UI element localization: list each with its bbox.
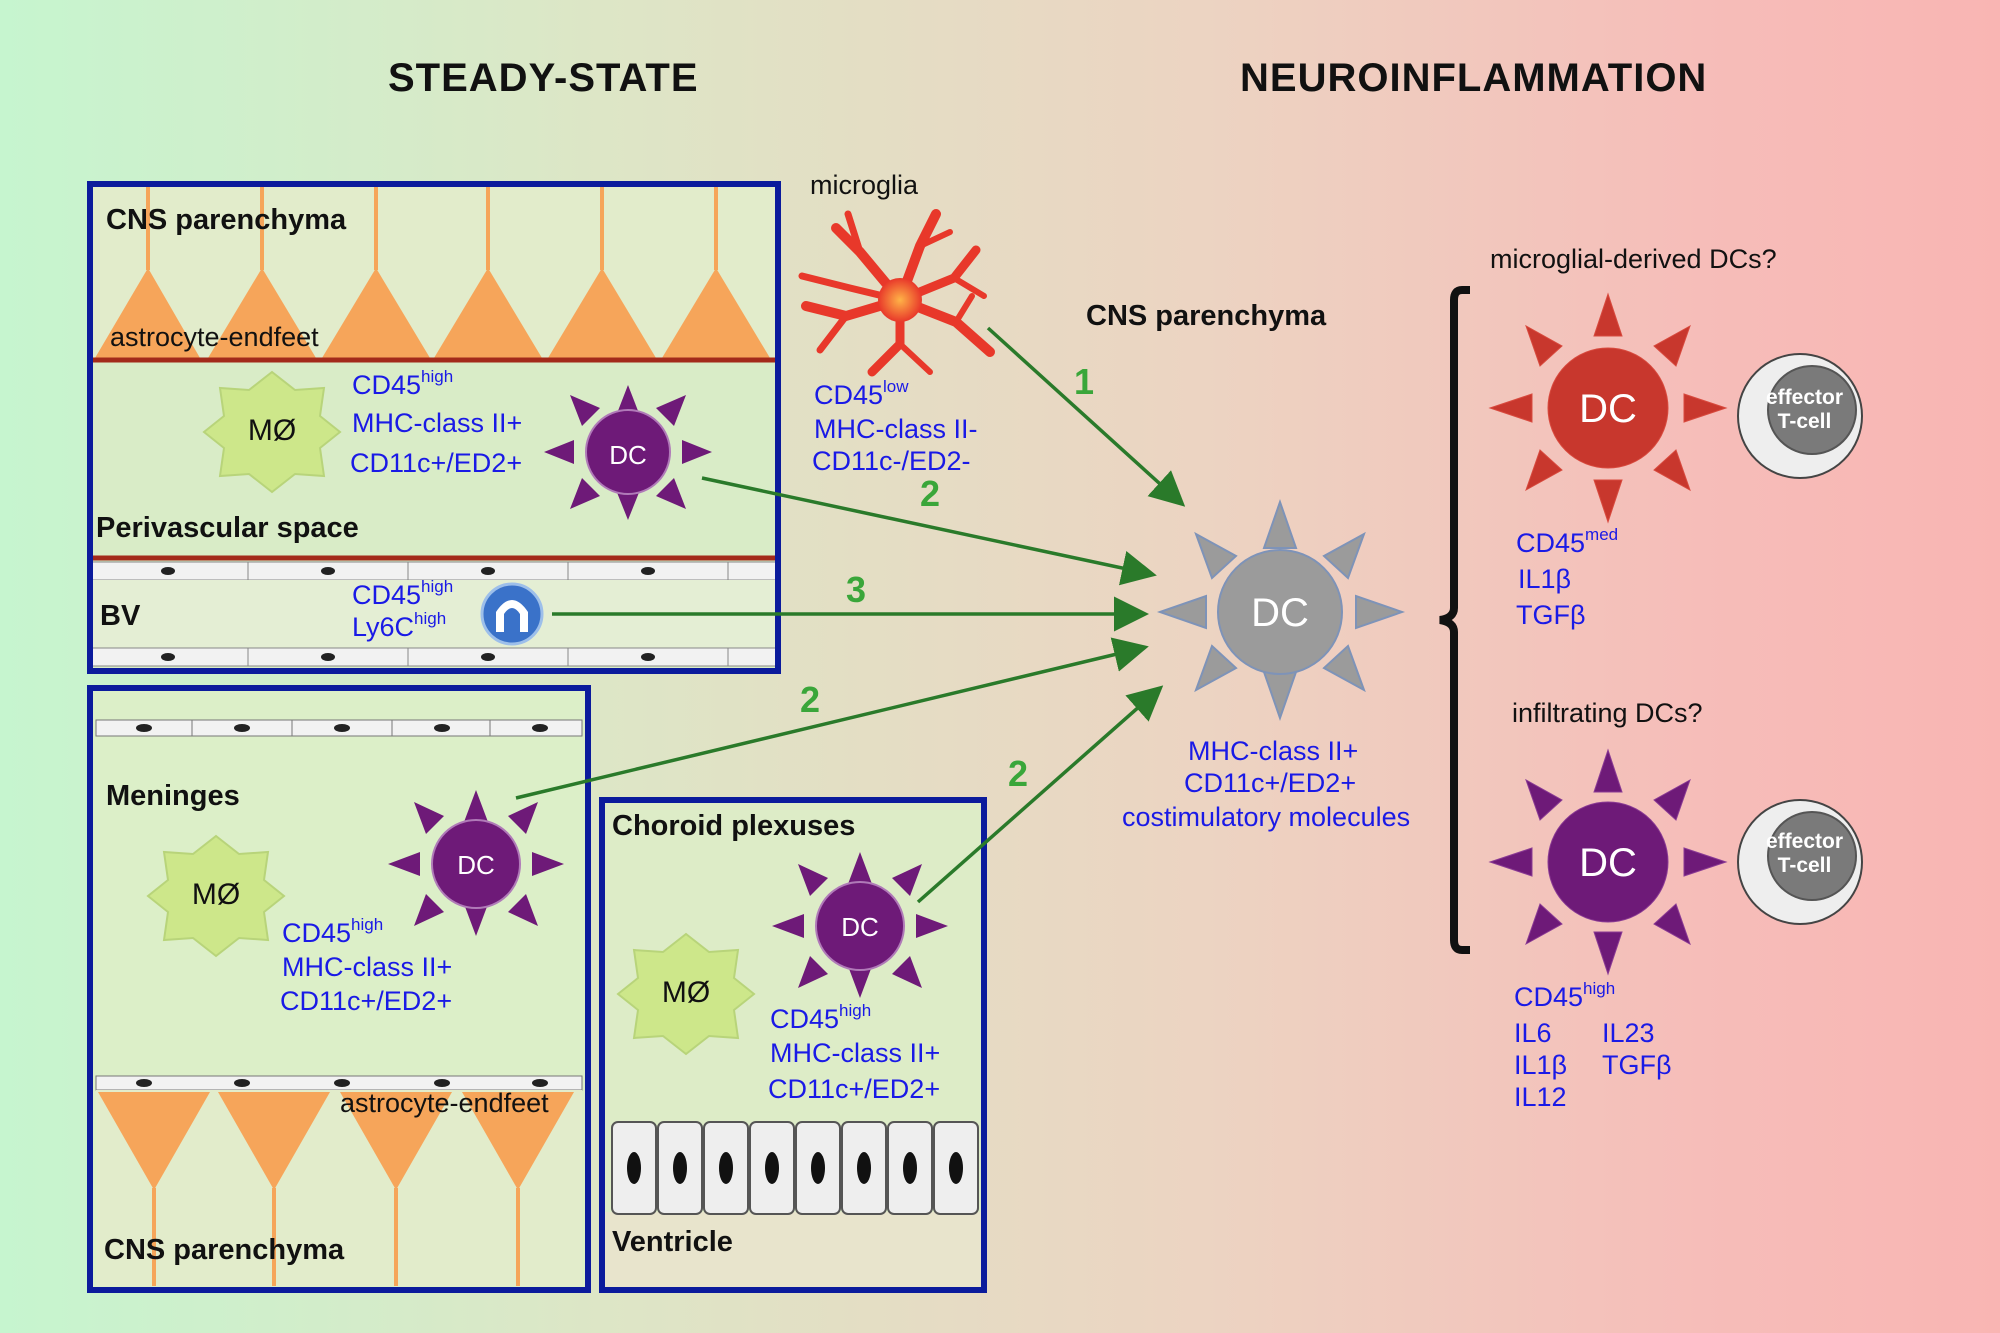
dc-label-center: DC (1251, 591, 1309, 635)
arrow-2-top-number: 2 (920, 473, 941, 514)
dc-meninges (388, 790, 564, 936)
bv-label: BV (100, 600, 141, 632)
dc-label-choroid: DC (841, 912, 879, 942)
meninges-cd45-marker: CD45high (282, 915, 384, 948)
arrow-2-meninges (515, 637, 1149, 800)
astrocyte-endfeet-label-top: astrocyte-endfeet (110, 322, 319, 352)
choroid-plexus-box (599, 797, 987, 1293)
choroid-cd45-marker: CD45high (770, 1001, 872, 1034)
arrow-1 (986, 326, 1186, 507)
dc-infiltrating (1488, 748, 1728, 976)
infiltrating-cd45-marker: CD45high (1514, 979, 1616, 1012)
ventricle-label: Ventricle (612, 1226, 733, 1258)
dc-label-top: DC (609, 440, 647, 470)
meninges-label: Meninges (106, 780, 240, 812)
dc-central (1156, 498, 1406, 722)
meninges-mhc-marker: MHC-class II+ (282, 952, 453, 982)
center-mhc-marker: MHC-class II+ (1188, 736, 1359, 766)
microglia-mhc-marker: MHC-class II- (814, 414, 978, 444)
cns-parenchyma-region (90, 184, 778, 359)
astrocyte-processes-bottom (152, 1188, 520, 1286)
monocyte-cd45-marker: CD45high (352, 577, 454, 610)
neuroinflammation-header: NEUROINFLAMMATION (1240, 56, 1708, 100)
macrophage-label-meninges: MØ (191, 878, 241, 911)
microglia-label: microglia (810, 170, 919, 200)
cns-parenchyma-label-bottom: CNS parenchyma (104, 1234, 345, 1266)
choroid-plexuses-label: Choroid plexuses (612, 810, 856, 842)
astrocyte-endfeet-label-bottom: astrocyte-endfeet (340, 1088, 549, 1118)
choroid-cd11c-marker: CD11c+/ED2+ (768, 1074, 941, 1104)
dc-choroid (772, 852, 948, 998)
infiltrating-tgfb: TGFβ (1602, 1050, 1672, 1080)
astrocyte-processes (146, 184, 718, 270)
microglial-cd45-marker: CD45med (1516, 525, 1619, 558)
infiltrating-il6: IL6 (1514, 1018, 1552, 1048)
top-steady-state-box (87, 181, 781, 674)
microglial-il1b: IL1β (1518, 564, 1572, 594)
macrophage-meninges (146, 834, 286, 958)
dc-label-meninges: DC (457, 850, 495, 880)
arrow-2-choroid-number: 2 (1008, 753, 1029, 794)
meninges-cell-layer-top (95, 719, 583, 737)
choroid-epithelium (611, 1121, 979, 1215)
arrow-2-top (701, 476, 1157, 586)
macrophage-label-top: MØ (247, 414, 297, 447)
meninges-cd11c-marker: CD11c+/ED2+ (280, 986, 453, 1016)
infiltrating-il12: IL12 (1514, 1082, 1567, 1112)
infiltrating-il23: IL23 (1602, 1018, 1655, 1048)
cns-parenchyma-label-top: CNS parenchyma (106, 204, 347, 236)
perivascular-space-label: Perivascular space (96, 512, 359, 544)
microglial-tgfb: TGFβ (1516, 600, 1586, 630)
astrocyte-endfeet-bottom (98, 1092, 574, 1190)
arrow-1-number: 1 (1074, 361, 1095, 402)
migration-arrows (515, 326, 1186, 904)
macrophage-label-choroid: MØ (661, 976, 711, 1009)
choroid-mhc-marker: MHC-class II+ (770, 1038, 941, 1068)
top-box-border (87, 181, 781, 674)
macrophage-top (202, 370, 342, 494)
top-cd11c-marker: CD11c+/ED2+ (350, 448, 523, 478)
microglia-cd45-marker: CD45low (814, 377, 909, 410)
arrow-3-number: 3 (846, 569, 867, 610)
dc-label-infiltrating: DC (1579, 841, 1637, 885)
dc-top (544, 385, 712, 520)
cns-parenchyma-label-center: CNS parenchyma (1086, 300, 1327, 332)
choroid-box-border (599, 797, 987, 1293)
astrocyte-endfeet-top (95, 268, 770, 358)
grouping-brace (1439, 286, 1470, 954)
meninges-cell-layer-bottom (95, 1075, 583, 1091)
infiltrating-question: infiltrating DCs? (1512, 698, 1703, 728)
dc-microglial-derived (1488, 292, 1728, 524)
monocyte-ly6c-marker: Ly6Chigh (352, 609, 447, 642)
effector-t-cell-top (1737, 353, 1863, 479)
meninges-box-border (87, 685, 591, 1293)
infiltrating-il1b: IL1β (1514, 1050, 1568, 1080)
dc-label-microglial-derived: DC (1579, 387, 1637, 431)
arrow-2-choroid (916, 685, 1164, 904)
endothelium-lower (91, 647, 777, 667)
steady-state-header: STEADY-STATE (388, 56, 699, 100)
top-mhc-marker: MHC-class II+ (352, 408, 523, 438)
microglial-derived-question: microglial-derived DCs? (1490, 244, 1777, 274)
center-costim-marker: costimulatory molecules (1122, 802, 1411, 832)
arrow-2-meninges-number: 2 (800, 679, 821, 720)
microglia-cell (798, 209, 995, 377)
monocyte-bv (480, 582, 544, 646)
meninges-box (87, 685, 591, 1293)
microglia-cd11c-marker: CD11c-/ED2- (812, 446, 971, 476)
center-cd11c-marker: CD11c+/ED2+ (1184, 768, 1357, 798)
top-cd45-marker: CD45high (352, 367, 454, 400)
effector-t-cell-bottom (1737, 799, 1863, 925)
macrophage-choroid (616, 932, 756, 1056)
